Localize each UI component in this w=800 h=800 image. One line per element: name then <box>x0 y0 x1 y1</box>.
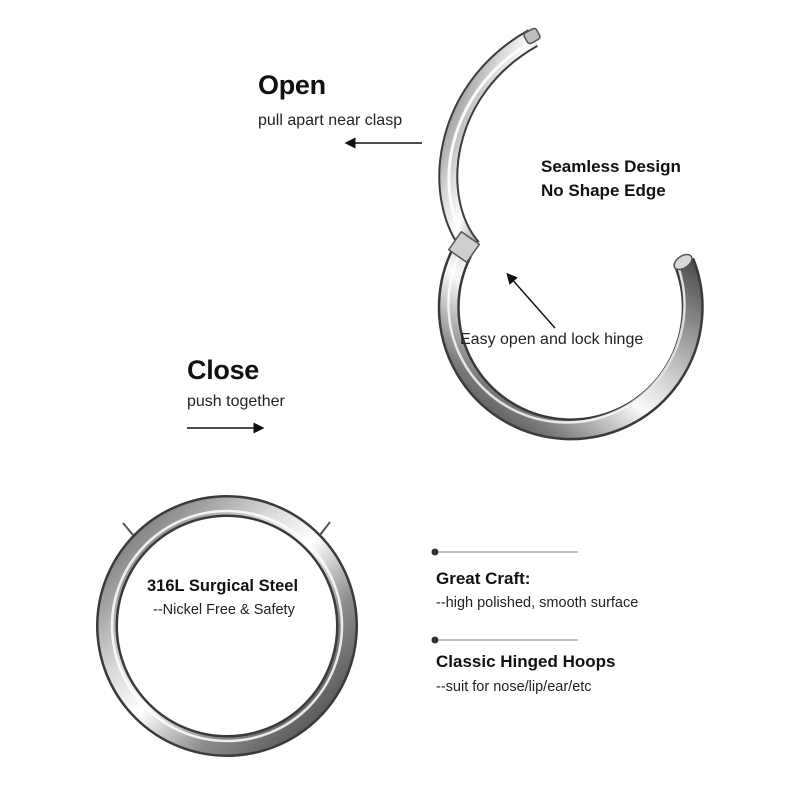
open-title: Open <box>258 70 326 100</box>
feature-1-title: Great Craft: <box>436 569 531 588</box>
feature-2-title: Classic Hinged Hoops <box>436 652 616 671</box>
material-subtitle: --Nickel Free & Safety <box>153 602 295 618</box>
feature-1-desc: --high polished, smooth surface <box>436 595 639 611</box>
open-subtitle: pull apart near clasp <box>258 112 403 129</box>
feature-divider-2 <box>431 636 578 644</box>
feature-2-desc: --suit for nose/lip/ear/etc <box>436 679 592 695</box>
open-hoop-upper-arc <box>438 27 541 255</box>
hinge-note: Easy open and lock hinge <box>460 331 644 348</box>
close-subtitle: push together <box>187 393 285 410</box>
close-title: Close <box>187 355 260 385</box>
open-hoop-lower-ring <box>437 230 704 441</box>
material-title: 316L Surgical Steel <box>147 577 299 595</box>
hinge-pointer-arrow <box>506 272 556 329</box>
feature-divider-1 <box>431 548 578 556</box>
seamless-line-2: No Shape Edge <box>541 181 666 200</box>
closed-hoop-ring <box>96 495 358 757</box>
seamless-line-1: Seamless Design <box>541 157 681 176</box>
